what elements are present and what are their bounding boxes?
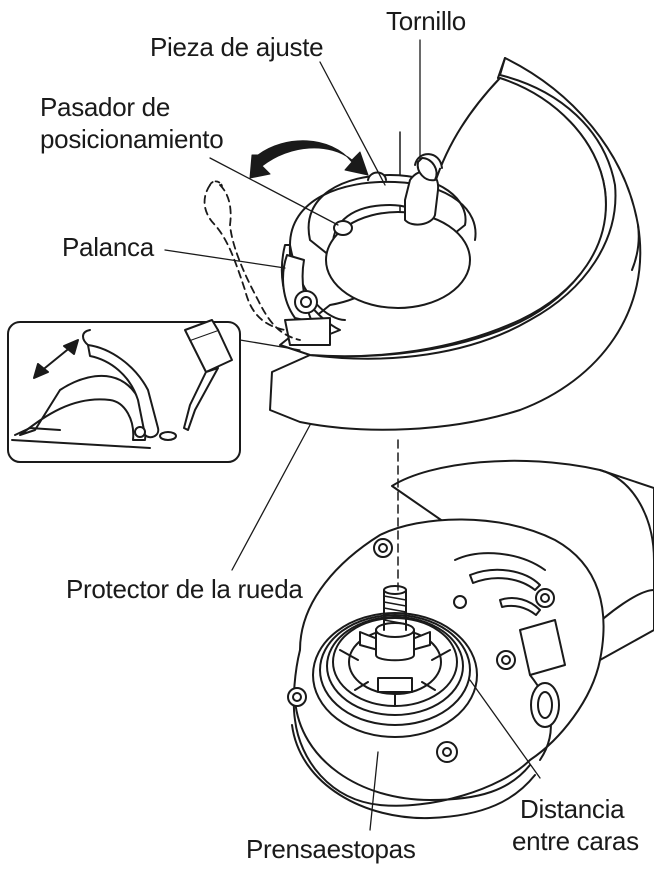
guard-lip — [497, 57, 640, 271]
inset-pivot — [134, 426, 146, 438]
inset-double-arrow — [39, 345, 73, 373]
grease-cap — [184, 319, 219, 341]
pin-tab — [367, 171, 387, 181]
side-port — [530, 682, 560, 728]
spindle-flange — [312, 612, 478, 738]
grinder-body — [287, 459, 654, 820]
leader-palanca — [164, 249, 286, 269]
inset-arrow-head-1 — [33, 363, 49, 379]
collar-ring — [289, 180, 477, 246]
base-flange — [294, 699, 531, 801]
side-port-inner — [537, 691, 553, 719]
positioning-pin — [333, 220, 353, 236]
leader-pieza — [319, 61, 386, 186]
inset-base — [11, 427, 151, 449]
label-pieza-ajuste: Pieza de ajuste — [150, 32, 324, 62]
clamp-piece — [404, 170, 440, 226]
lever-dashed-tip — [209, 180, 223, 187]
leader-distancia — [469, 679, 541, 779]
label-distancia-line1: Distancia — [520, 794, 625, 824]
label-distancia-line2: entre caras — [512, 826, 639, 856]
lever-bolt-inner — [300, 296, 312, 308]
base-flange-bottom — [291, 724, 536, 820]
head-rib — [454, 552, 546, 571]
grease-drop — [159, 431, 177, 441]
leader-inset — [239, 339, 301, 351]
wheel-guard — [203, 57, 642, 431]
label-pasador-line2: posicionamiento — [40, 124, 224, 154]
leader-lines — [164, 39, 541, 831]
collar-opening — [325, 211, 471, 309]
spindle — [375, 585, 415, 662]
grease-nozzle — [183, 367, 219, 431]
inset-lever-hook — [82, 329, 91, 346]
lever-bolt — [294, 290, 318, 314]
head-slot-2 — [499, 597, 541, 616]
inset-detail — [7, 319, 241, 463]
leader-prensaestopas — [369, 751, 379, 831]
tornillo-screw — [416, 157, 438, 182]
label-tornillo: Tornillo — [386, 6, 466, 36]
label-palanca: Palanca — [62, 232, 154, 262]
grease-tube — [189, 329, 233, 373]
label-pasador-line1: Pasador de — [40, 92, 170, 122]
leader-protector — [231, 424, 311, 571]
lever-hinge — [284, 317, 331, 346]
inset-arrow-head-2 — [63, 339, 79, 355]
inset-lever — [19, 374, 147, 441]
rotation-arrow — [249, 140, 369, 179]
leader-pasador — [209, 157, 339, 226]
lever-dashed-alt — [203, 184, 301, 341]
head-slot-1 — [469, 568, 541, 591]
inset-lever-top — [87, 344, 160, 439]
label-protector: Protector de la rueda — [66, 574, 303, 604]
motor-housing-edge — [599, 469, 654, 561]
label-prensaestopas: Prensaestopas — [246, 834, 416, 864]
head-bracket — [519, 619, 566, 676]
